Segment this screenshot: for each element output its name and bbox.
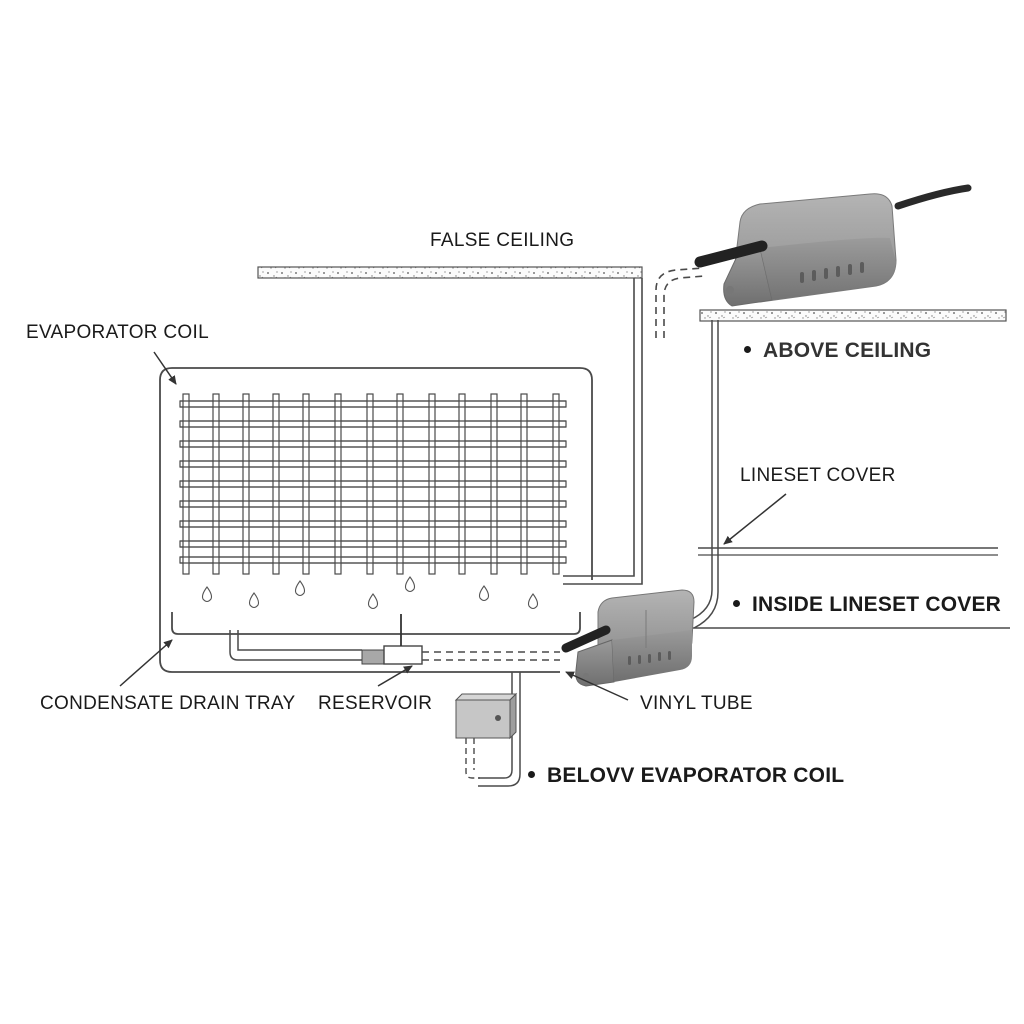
reservoir-label: RESERVOIR	[318, 693, 433, 714]
option-above-ceiling-text: ABOVE CEILING	[763, 339, 932, 362]
water-drop-icon	[294, 580, 306, 597]
water-drop-icon	[201, 586, 213, 603]
inside-lineset-pump-icon	[561, 589, 695, 687]
bullet-icon	[733, 599, 740, 607]
option-inside-lineset-cover: INSIDE LINESET COVER	[733, 593, 1001, 617]
below-coil-drain-pipe	[478, 672, 521, 787]
water-drop-icon	[527, 593, 539, 610]
false-ceiling-slab	[257, 266, 643, 279]
condensate-drain-tray-label: CONDENSATE DRAIN TRAY	[40, 693, 296, 714]
bullet-icon	[744, 345, 751, 353]
option-above-ceiling: ABOVE CEILING	[744, 339, 931, 363]
water-drop-icon	[404, 576, 416, 593]
option-below-evaporator-coil-text: BELOVV EVAPORATOR COIL	[547, 764, 845, 787]
evaporator-coil-arrow	[153, 351, 177, 385]
evaporator-enclosure	[159, 367, 593, 673]
lineset-cover-label: LINESET COVER	[740, 465, 896, 486]
coil-tube-vertical	[334, 393, 342, 575]
vinyl-tube-label: VINYL TUBE	[640, 693, 753, 714]
coil-tube-vertical	[490, 393, 498, 575]
bullet-icon	[528, 770, 535, 778]
tray-drain-line	[229, 630, 362, 661]
coil-tube-vertical	[396, 393, 404, 575]
reservoir-arrow	[377, 665, 413, 687]
option-below-evaporator-coil: BELOVV EVAPORATOR COIL	[528, 764, 844, 788]
coil-tube-vertical	[428, 393, 436, 575]
coil-tube-vertical	[302, 393, 310, 575]
lineset-cover-arrow	[723, 493, 787, 545]
drain-tray-arrow	[119, 639, 173, 687]
condensate-drain-tray	[171, 612, 581, 635]
coil-tube-vertical	[182, 393, 190, 575]
above-ceiling-tube	[655, 267, 705, 338]
below-coil-pump-icon	[454, 692, 518, 740]
water-drops	[201, 576, 539, 610]
lineset-tube	[689, 320, 719, 629]
above-ceiling-slab	[699, 309, 1007, 322]
coil-tube-vertical	[520, 393, 528, 575]
vinyl-tube-arrow	[565, 671, 629, 701]
water-drop-icon	[248, 592, 260, 609]
option-inside-lineset-cover-text: INSIDE LINESET COVER	[752, 593, 1002, 616]
ceiling-drain-pipe	[563, 278, 643, 585]
coil-tube-vertical	[272, 393, 280, 575]
coil-tube-vertical	[458, 393, 466, 575]
water-drop-icon	[367, 593, 379, 610]
water-drop-icon	[478, 585, 490, 602]
coil-tube-vertical	[242, 393, 250, 575]
evaporator-coil-grid	[179, 393, 567, 575]
reservoir	[361, 614, 423, 665]
false-ceiling-label: FALSE CEILING	[430, 230, 575, 251]
coil-tube-vertical	[552, 393, 560, 575]
condensate-pump-icon	[694, 184, 972, 307]
reservoir-to-pump-tube	[422, 651, 560, 661]
coil-tube-vertical	[366, 393, 374, 575]
coil-tube-vertical	[212, 393, 220, 575]
evaporator-coil-label: EVAPORATOR COIL	[26, 322, 209, 343]
below-coil-dashed-tube	[465, 738, 480, 779]
